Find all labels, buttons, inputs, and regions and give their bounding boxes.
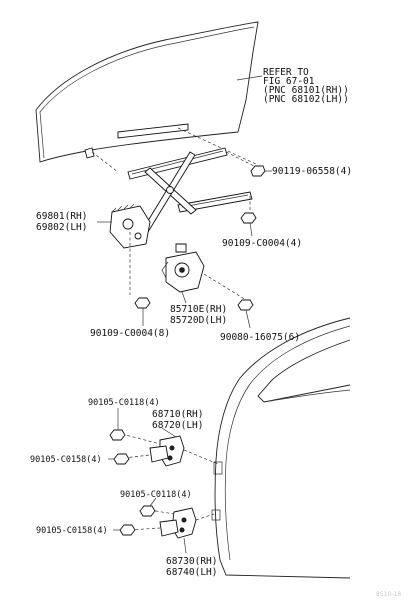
label-85720D: 85720D(LH) (170, 315, 227, 326)
dash-upper-bolt (121, 433, 161, 445)
dash-glass-regulator (91, 151, 119, 173)
bolt-90105-C0158-upper (113, 453, 130, 465)
label-90109-C0004-8: 90109-C0004(8) (90, 328, 170, 339)
dash-reg-bolt (225, 151, 259, 169)
label-68740: 68740(LH) (166, 567, 217, 578)
dash-lower-bolt (149, 509, 175, 515)
label-69801: 69801(RH) (36, 211, 87, 222)
label-90119-06558: 90119-06558(4) (272, 166, 352, 177)
regulator-motor (161, 243, 205, 293)
label-90105-C0158-lower: 90105-C0158(4) (36, 526, 108, 536)
window-regulator (109, 147, 253, 249)
bolt-90119-06558 (250, 165, 266, 177)
refer-line-2: FIG 67-01 (263, 76, 315, 87)
refer-line-4: (PNC 68102(LH)) (263, 94, 349, 105)
dash-lower-hinge (195, 513, 215, 521)
dash-glass-bolt (177, 127, 259, 166)
leader-refer (236, 75, 263, 81)
lower-door-hinge (159, 507, 197, 539)
upper-door-hinge (149, 435, 185, 467)
refer-line-1: REFER TO (263, 67, 309, 78)
screw-90080-16075 (237, 299, 254, 311)
dash-upper-hinge (183, 449, 219, 465)
watermark: 8510-18 (376, 591, 401, 598)
label-69802: 69802(LH) (36, 222, 87, 233)
leader-90080 (245, 309, 251, 329)
nut-90109-C0004-upper (240, 212, 257, 224)
dash-motor-screw (203, 273, 247, 301)
nut-90109-C0004-lower (134, 297, 151, 309)
dash-upper-bolt-b (123, 454, 151, 459)
refer-line-3: (PNC 68101(RH)) (263, 85, 349, 96)
bolt-90105-C0158-lower (119, 524, 136, 536)
refer-note: REFER TO FIG 67-01 (PNC 68101(RH)) (PNC … (263, 67, 349, 105)
label-90105-C0158-upper: 90105-C0158(4) (30, 455, 102, 465)
door-glass (35, 21, 259, 163)
leader-68730 (183, 537, 187, 554)
door-body-outline (211, 317, 351, 579)
bolt-90105-C0118-lower (139, 505, 156, 517)
leader-90105-C0118-lower (149, 497, 157, 507)
leader-90109-4 (249, 222, 253, 237)
leader-85710 (181, 291, 187, 304)
label-68720: 68720(LH) (152, 420, 203, 431)
label-68710: 68710(RH) (152, 409, 203, 420)
label-90105-C0118-lower: 90105-C0118(4) (120, 490, 192, 500)
label-85710E: 85710E(RH) (170, 304, 227, 315)
label-68730: 68730(RH) (166, 556, 217, 567)
leader-68710 (161, 427, 177, 438)
label-90105-C0118-upper: 90105-C0118(4) (88, 398, 160, 408)
label-90080-16075: 90080-16075(6) (220, 332, 300, 343)
label-90109-C0004-4: 90109-C0004(4) (222, 238, 302, 249)
bolt-90105-C0118-upper (109, 429, 126, 441)
